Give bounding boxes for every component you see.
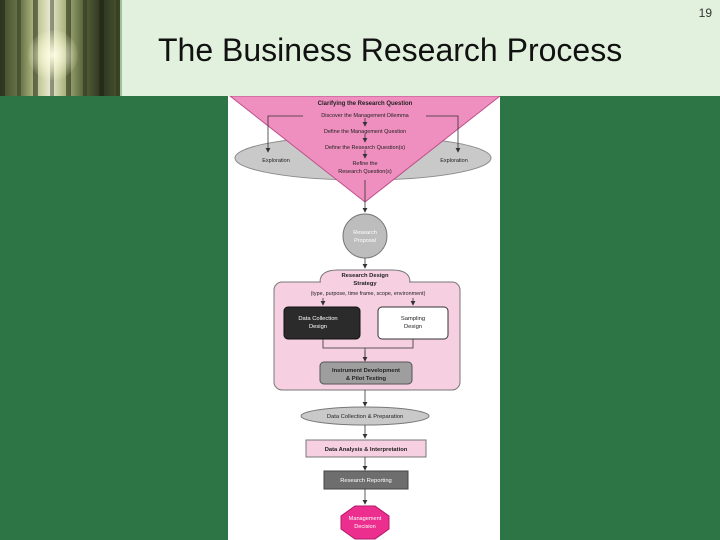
step-define-research-question: Define the Research Question(s) bbox=[325, 145, 405, 151]
design-title-line2: Strategy bbox=[353, 281, 377, 287]
slide-title: The Business Research Process bbox=[158, 32, 623, 68]
sampling-line2: Design bbox=[404, 324, 422, 330]
slide-number: 19 bbox=[698, 6, 712, 20]
data-collection-line1: Data Collection bbox=[298, 316, 337, 322]
sampling-design-box bbox=[377, 306, 449, 340]
research-design-cap bbox=[319, 269, 411, 283]
refine-label-line1: Refine the bbox=[352, 161, 377, 167]
step-discover-dilemma: Discover the Management Dilemma bbox=[321, 113, 409, 119]
exploration-left-label: Exploration bbox=[262, 158, 290, 164]
data-analysis-box bbox=[305, 439, 427, 458]
instrument-line1: Instrument Development bbox=[332, 368, 400, 374]
arrow-to-exploration-left bbox=[265, 115, 303, 153]
exploration-right-label: Exploration bbox=[440, 158, 468, 164]
decision-line1: Management bbox=[349, 516, 382, 522]
instrument-development-box bbox=[319, 361, 413, 385]
forest-photo bbox=[0, 0, 120, 96]
collection-prep-label: Data Collection & Preparation bbox=[327, 414, 403, 420]
proposal-line1: Research bbox=[353, 230, 377, 236]
header-divider bbox=[120, 0, 122, 96]
funnel-title: Clarifying the Research Question bbox=[318, 101, 413, 107]
design-subtitle: (type, purpose, time frame, scope, envir… bbox=[311, 291, 426, 297]
arrow-to-exploration-right bbox=[426, 115, 461, 153]
research-proposal-circle bbox=[342, 213, 388, 259]
analysis-label: Data Analysis & Interpretation bbox=[325, 447, 408, 453]
instrument-line2: & Pilot Testing bbox=[346, 376, 387, 382]
data-collection-line2: Design bbox=[309, 324, 327, 330]
diagram-panel: Clarifying the Research Question Discove… bbox=[228, 96, 500, 540]
refine-label-line2: Research Question(s) bbox=[338, 169, 392, 175]
design-title-line1: Research Design bbox=[341, 273, 388, 279]
research-reporting-box bbox=[323, 470, 409, 490]
decision-line2: Decision bbox=[354, 524, 375, 530]
proposal-line2: Proposal bbox=[354, 238, 376, 244]
data-collection-design-box bbox=[283, 306, 361, 340]
management-decision-octagon bbox=[340, 505, 390, 540]
sampling-line1: Sampling bbox=[401, 316, 425, 322]
research-process-diagram: Clarifying the Research Question Discove… bbox=[229, 96, 500, 540]
reporting-label: Research Reporting bbox=[340, 478, 392, 484]
slide-header: 19 The Business Research Process bbox=[0, 0, 720, 96]
clarifying-funnel bbox=[229, 96, 500, 203]
step-define-mgmt-question: Define the Management Question bbox=[324, 129, 406, 135]
